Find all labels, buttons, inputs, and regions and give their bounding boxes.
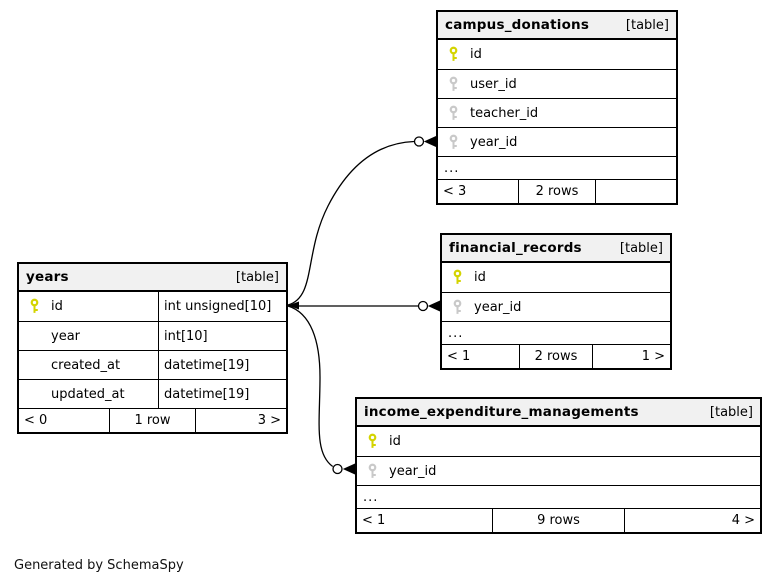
column-name: id	[474, 270, 486, 285]
footer-row-count: 2 rows	[518, 180, 596, 203]
edge-origin-wedge	[288, 301, 299, 310]
column-row-teacher-id: teacher_id	[438, 98, 676, 127]
table-header: campus_donations [table]	[438, 12, 676, 40]
table-node-campus-donations[interactable]: campus_donations [table] id user_id teac…	[436, 10, 678, 205]
arrowhead	[423, 136, 436, 147]
foreign-key-icon	[357, 463, 387, 480]
primary-key-icon	[438, 46, 468, 63]
table-header: financial_records [table]	[442, 235, 670, 263]
hidden-columns-ellipsis: ...	[442, 321, 670, 344]
column-name: year	[51, 328, 81, 344]
table-tag: [table]	[235, 269, 279, 285]
column-name: year_id	[470, 134, 518, 150]
footer-children-count: < 0	[24, 413, 48, 428]
footer-children-count: < 1	[362, 513, 386, 528]
column-row-id: id int unsigned[10]	[19, 292, 286, 321]
column-name: teacher_id	[470, 105, 539, 121]
primary-key-icon	[19, 298, 49, 315]
table-header: years [table]	[19, 264, 286, 292]
arrowhead	[427, 300, 440, 312]
hidden-columns-ellipsis: ...	[357, 485, 760, 508]
column-name: created_at	[51, 357, 121, 373]
column-name: id	[470, 47, 482, 62]
table-name: income_expenditure_managements	[364, 404, 639, 420]
column-type: int[10]	[158, 322, 286, 350]
footer-row-count: 9 rows	[492, 509, 625, 532]
table-node-financial-records[interactable]: financial_records [table] id year_id ...…	[440, 233, 672, 370]
primary-key-icon	[357, 433, 387, 450]
table-footer: < 0 1 row 3 >	[19, 408, 286, 432]
footer-children-count: < 3	[443, 184, 467, 199]
column-name: user_id	[470, 76, 517, 92]
footer-parents-count: 1 >	[641, 349, 665, 364]
table-footer: < 1 2 rows 1 >	[442, 344, 670, 368]
foreign-key-icon	[438, 105, 468, 122]
foreign-key-icon	[438, 134, 468, 151]
column-type: datetime[19]	[158, 380, 286, 408]
primary-key-icon	[442, 269, 472, 286]
table-name: campus_donations	[445, 17, 590, 33]
footer-parents-count: 3 >	[257, 413, 281, 428]
table-footer: < 3 2 rows	[438, 179, 676, 203]
edge-years-income-expenditure	[287, 305, 355, 475]
column-type: int unsigned[10]	[158, 292, 286, 321]
table-header: income_expenditure_managements [table]	[357, 399, 760, 427]
arrowhead	[342, 463, 355, 475]
column-row-year-id: year_id	[357, 456, 760, 485]
table-node-income-expenditure-managements[interactable]: income_expenditure_managements [table] i…	[355, 397, 762, 534]
footer-parents-count: 4 >	[731, 513, 755, 528]
table-tag: [table]	[619, 240, 663, 256]
foreign-key-icon	[438, 76, 468, 93]
table-name: years	[26, 269, 69, 285]
edge-years-campus-donations	[287, 136, 436, 306]
column-type: datetime[19]	[158, 351, 286, 379]
column-row-year-id: year_id	[442, 292, 670, 321]
column-row-user-id: user_id	[438, 69, 676, 98]
hidden-columns-ellipsis: ...	[438, 156, 676, 179]
column-name: year_id	[389, 463, 437, 479]
column-row-id: id	[357, 427, 760, 456]
edge-years-financial-records	[288, 300, 440, 312]
column-name: id	[389, 434, 401, 449]
footer-children-count: < 1	[447, 349, 471, 364]
table-tag: [table]	[625, 17, 669, 33]
footer-row-count: 1 row	[109, 409, 196, 432]
column-row-id: id	[442, 263, 670, 292]
table-footer: < 1 9 rows 4 >	[357, 508, 760, 532]
column-name: year_id	[474, 299, 522, 315]
table-node-years[interactable]: years [table] id int unsigned[10] year i…	[17, 262, 288, 434]
column-row-created-at: created_at datetime[19]	[19, 350, 286, 379]
foreign-key-icon	[442, 299, 472, 316]
generated-by-note: Generated by SchemaSpy	[14, 558, 184, 573]
column-row-id: id	[438, 40, 676, 69]
table-tag: [table]	[709, 404, 753, 420]
footer-row-count: 2 rows	[519, 345, 593, 368]
column-row-year-id: year_id	[438, 127, 676, 156]
zero-or-one-dot	[413, 136, 425, 147]
footer-parents-count	[596, 180, 676, 203]
column-row-year: year int[10]	[19, 321, 286, 350]
column-row-updated-at: updated_at datetime[19]	[19, 379, 286, 408]
column-name: updated_at	[51, 386, 125, 402]
zero-or-one-dot	[417, 300, 429, 312]
table-name: financial_records	[449, 240, 582, 256]
zero-or-one-dot	[332, 463, 343, 475]
column-name: id	[51, 299, 63, 314]
